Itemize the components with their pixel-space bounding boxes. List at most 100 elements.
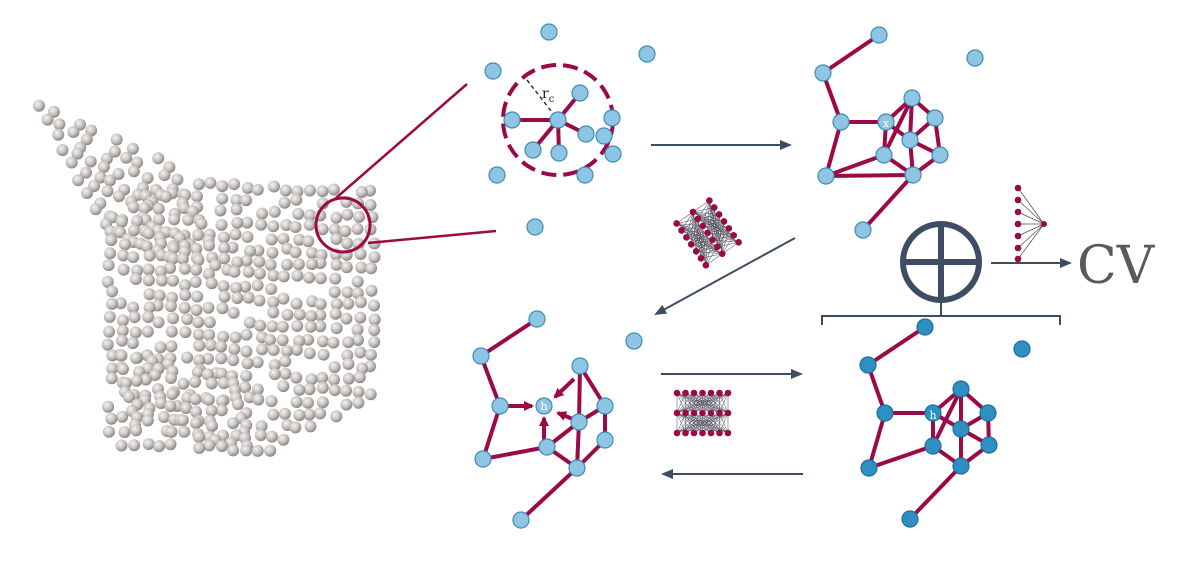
atom <box>291 269 304 282</box>
nn-neuron <box>1014 232 1022 240</box>
atom <box>304 320 317 333</box>
graph-node <box>524 141 542 159</box>
nn-neuron <box>716 429 723 437</box>
atom <box>140 240 153 253</box>
nn-neuron <box>724 389 732 397</box>
atom <box>354 311 367 324</box>
atom <box>340 384 352 397</box>
nn-neuron <box>682 389 689 397</box>
atom <box>193 431 205 443</box>
graph-node <box>474 450 492 468</box>
atom <box>156 274 168 287</box>
nn-connection <box>692 211 697 252</box>
nn-neuron <box>707 429 715 437</box>
graph-node <box>568 459 586 477</box>
atom <box>328 361 341 374</box>
atom <box>314 320 327 333</box>
graph-node <box>952 380 970 398</box>
cutoff-panel: rc <box>484 23 656 236</box>
graph-node <box>1013 340 1031 358</box>
atom <box>192 316 205 329</box>
atom <box>368 251 381 264</box>
graph-node <box>832 113 850 131</box>
graph-node <box>952 420 970 438</box>
nn-connection <box>705 239 713 266</box>
atom <box>279 367 292 380</box>
atom <box>176 252 189 265</box>
atom <box>192 254 205 266</box>
message-passing-panel: h <box>472 310 643 529</box>
graph-node <box>876 404 894 422</box>
atom <box>116 324 129 337</box>
atom <box>365 284 378 297</box>
graph-node <box>817 167 835 185</box>
atom <box>316 335 329 348</box>
atom <box>340 312 353 325</box>
graph-node <box>931 146 949 164</box>
atom <box>293 233 306 246</box>
atom <box>176 414 189 427</box>
atom <box>230 203 243 216</box>
atom <box>316 223 329 236</box>
graph-node <box>528 310 546 328</box>
atom <box>328 223 341 236</box>
atom <box>240 254 253 267</box>
nn-connection <box>697 200 710 220</box>
atom <box>251 183 264 196</box>
atom <box>268 180 280 193</box>
atom <box>192 229 205 241</box>
readout-fan-icon <box>1014 184 1047 263</box>
atom <box>231 256 244 269</box>
nn-neuron <box>699 222 707 230</box>
atom <box>277 380 290 393</box>
atom <box>268 368 281 381</box>
atom <box>240 444 253 457</box>
atom <box>152 202 165 215</box>
nn-connection <box>705 253 723 266</box>
atom <box>179 326 192 339</box>
nn-connection <box>702 392 729 414</box>
atom <box>241 182 254 194</box>
atom <box>314 309 327 322</box>
atom <box>303 383 316 396</box>
atom <box>165 340 178 353</box>
nn-neuron <box>673 409 681 417</box>
atom <box>351 275 364 288</box>
atom <box>364 388 377 401</box>
atom <box>328 286 341 298</box>
atom <box>314 407 327 420</box>
atom <box>158 411 170 423</box>
graph-node <box>979 404 997 422</box>
atom <box>354 296 367 309</box>
atom <box>177 377 190 390</box>
atom <box>115 349 128 362</box>
center-node-label: x <box>883 117 890 130</box>
graph-node <box>526 218 544 236</box>
atom <box>228 343 241 356</box>
nn-connection <box>702 225 707 266</box>
atom <box>142 227 155 240</box>
atom <box>149 369 161 381</box>
atom <box>128 439 141 452</box>
atom <box>153 440 166 453</box>
atom <box>216 302 229 315</box>
atom <box>41 113 54 126</box>
atom <box>232 398 244 410</box>
atom <box>159 190 172 203</box>
atom <box>164 400 177 413</box>
atom <box>327 336 340 349</box>
atom <box>229 331 242 344</box>
nn-connection <box>693 392 729 414</box>
atom <box>314 272 327 285</box>
atom <box>179 289 192 301</box>
atom <box>108 145 121 158</box>
hidden-node-label: h <box>929 409 936 422</box>
atom <box>242 291 255 304</box>
atom <box>255 218 268 231</box>
graph-node <box>952 457 970 475</box>
atom <box>142 263 155 276</box>
atom <box>103 325 116 338</box>
atom <box>168 213 181 226</box>
nn-neuron <box>687 241 695 248</box>
